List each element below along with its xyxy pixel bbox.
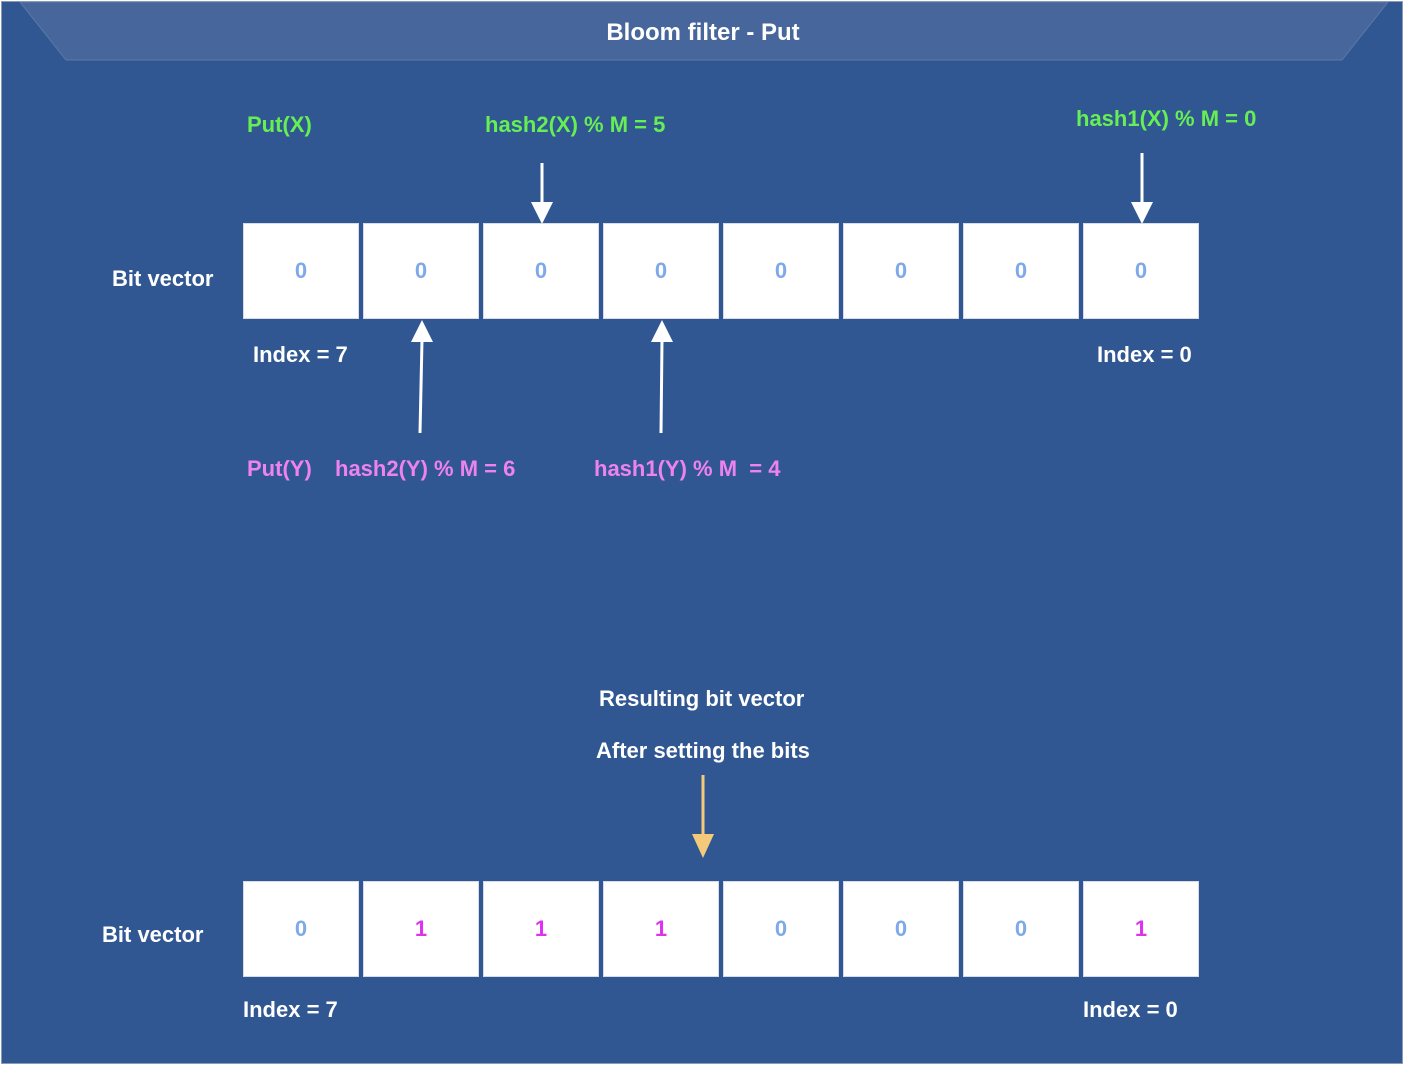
top-index-right: Index = 0 xyxy=(1097,342,1192,367)
bit-cell: 0 xyxy=(243,223,359,319)
bit-cell: 0 xyxy=(963,881,1079,977)
hash2-x-label: hash2(X) % M = 5 xyxy=(485,112,666,137)
arrow-result xyxy=(692,775,714,858)
top-index-left: Index = 7 xyxy=(253,342,348,367)
arrow-hash1-x xyxy=(1131,153,1153,224)
bottom-row-label: Bit vector xyxy=(102,922,204,947)
top-row-label: Bit vector xyxy=(112,266,214,291)
bottom-index-left: Index = 7 xyxy=(243,997,338,1022)
bit-cell: 0 xyxy=(243,881,359,977)
put-y-label: Put(Y) xyxy=(247,456,312,481)
page-title: Bloom filter - Put xyxy=(606,19,800,46)
bit-cell: 1 xyxy=(1083,881,1199,977)
bit-cell: 0 xyxy=(723,881,839,977)
bit-cell: 0 xyxy=(843,881,959,977)
bit-cell: 0 xyxy=(363,223,479,319)
bit-cell: 0 xyxy=(963,223,1079,319)
result-subheading: After setting the bits xyxy=(596,738,810,763)
put-x-label: Put(X) xyxy=(247,112,312,137)
arrow-hash2-x xyxy=(531,163,553,224)
bit-cell: 1 xyxy=(363,881,479,977)
bit-cell: 1 xyxy=(603,881,719,977)
arrow-hash2-y xyxy=(411,320,433,434)
bit-cell: 0 xyxy=(603,223,719,319)
bit-cell: 1 xyxy=(483,881,599,977)
bit-cell: 0 xyxy=(1083,223,1199,319)
hash1-y-label: hash1(Y) % M = 4 xyxy=(594,456,781,481)
result-heading: Resulting bit vector xyxy=(599,686,805,711)
bit-cell: 0 xyxy=(843,223,959,319)
bit-cell: 0 xyxy=(483,223,599,319)
hash1-x-label: hash1(X) % M = 0 xyxy=(1076,106,1257,131)
title-banner xyxy=(19,2,1389,61)
arrow-hash1-y xyxy=(651,320,673,434)
hash2-y-label: hash2(Y) % M = 6 xyxy=(335,456,516,481)
bit-cell: 0 xyxy=(723,223,839,319)
bottom-index-right: Index = 0 xyxy=(1083,997,1178,1022)
